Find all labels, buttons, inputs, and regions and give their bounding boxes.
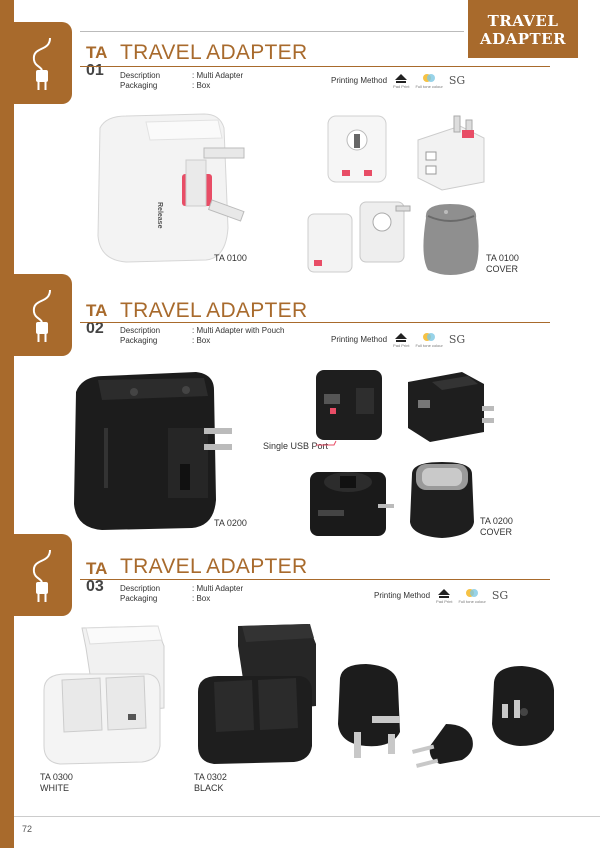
caption-ta0302: TA 0302 BLACK — [194, 772, 227, 793]
caption-ta0300: TA 0300 WHITE — [40, 772, 73, 793]
section-2-title: TRAVEL ADAPTER — [120, 299, 308, 322]
product-ta0200-side — [316, 370, 382, 440]
product-ta0100-main: Release — [97, 113, 245, 263]
full-colour-icon: Full tone colour — [415, 72, 443, 89]
caption-ta0200-cover: TA 0200 COVER — [480, 516, 513, 537]
section-3-title: TRAVEL ADAPTER — [120, 555, 308, 578]
side-bar — [0, 0, 14, 848]
brand-line-1: TRAVEL — [487, 12, 559, 30]
pad-print-icon: Pad Print — [393, 72, 409, 89]
usb-pointer-line — [316, 440, 337, 446]
product-ta0200-pouch — [410, 462, 474, 538]
brand-tag: TRAVEL ADAPTER — [468, 0, 578, 58]
product-ta0200-open — [310, 472, 394, 536]
pad-print-icon: Pad Print — [393, 331, 409, 348]
section-2-meta: Description: Multi Adapter with Pouch Pa… — [120, 326, 285, 345]
silk-screen-label: SG — [448, 333, 466, 346]
section-2-code: TA 02 — [86, 301, 108, 338]
product-ta0302-eu-plug — [412, 724, 473, 768]
caption-ta0100: TA 0100 — [214, 253, 247, 263]
product-ta0200-usb — [408, 372, 494, 442]
section-1-printing: Printing Method Pad Print Full tone colo… — [331, 72, 466, 89]
header-rule — [80, 31, 464, 32]
product-ta0302-uk-plug — [338, 664, 400, 758]
plug-cord-icon — [32, 37, 51, 90]
product-ta0100-usb — [417, 115, 485, 191]
product-ta0302-black — [198, 624, 316, 764]
page-number: 72 — [22, 824, 33, 834]
plug-cord-icon — [32, 549, 51, 602]
pad-print-icon: Pad Print — [436, 587, 452, 604]
silk-screen-label: SG — [448, 74, 466, 87]
section-2-rule — [80, 322, 550, 323]
section-3-meta: Description: Multi Adapter Packaging: Bo… — [120, 584, 244, 603]
product-ta0302-us-plug — [492, 666, 554, 746]
release-label: Release — [156, 202, 163, 229]
footer-rule — [14, 816, 600, 817]
section-3-rule — [80, 579, 550, 580]
product-ta0300-white — [43, 625, 165, 765]
product-ta0100-cover — [423, 204, 479, 275]
product-ta0200-main — [74, 372, 232, 530]
caption-ta0200: TA 0200 — [214, 518, 247, 528]
product-ta0100-front — [327, 115, 387, 183]
section-1-rule — [80, 66, 550, 67]
plug-cord-icon — [32, 289, 51, 342]
section-2-printing: Printing Method Pad Print Full tone colo… — [331, 331, 466, 348]
plug-badge-3 — [14, 534, 72, 616]
full-colour-icon: Full tone colour — [458, 587, 486, 604]
section-1-code: TA 01 — [86, 43, 108, 80]
caption-single-usb: Single USB Port — [263, 441, 329, 451]
plug-badge-1 — [14, 22, 72, 104]
product-ta0100-split — [307, 201, 411, 273]
full-colour-icon: Full tone colour — [415, 331, 443, 348]
section-3-printing: Printing Method Pad Print Full tone colo… — [374, 587, 509, 604]
section-1-title: TRAVEL ADAPTER — [120, 41, 308, 64]
section-3-code: TA 03 — [86, 559, 108, 596]
caption-ta0100-cover: TA 0100 COVER — [486, 253, 519, 274]
silk-screen-label: SG — [491, 589, 509, 602]
brand-line-2: ADAPTER — [479, 30, 567, 48]
plug-badge-2 — [14, 274, 72, 356]
section-1-meta: Description: Multi Adapter Packaging: Bo… — [120, 71, 244, 90]
